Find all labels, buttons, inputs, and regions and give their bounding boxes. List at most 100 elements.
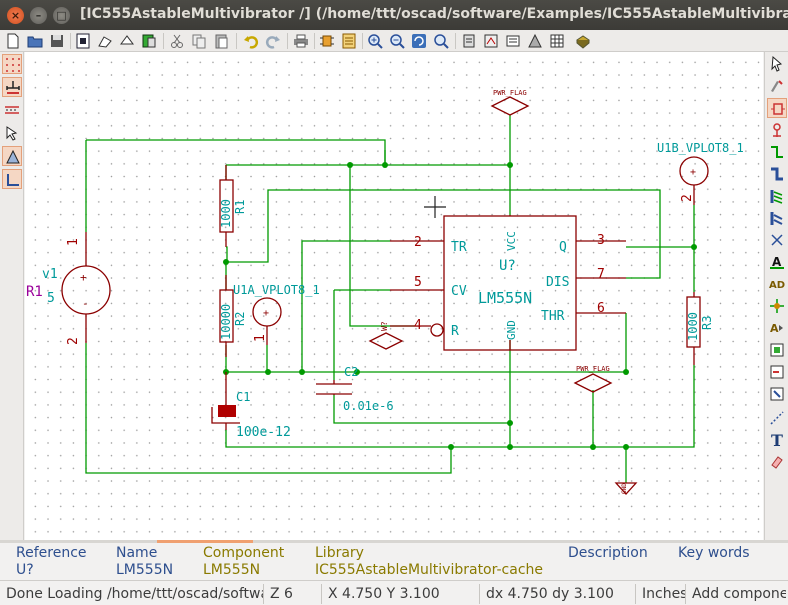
- hier-sheet-icon[interactable]: [767, 340, 787, 360]
- component-info-panel: Reference U? Name LM555N Component LM555…: [0, 543, 788, 579]
- svg-text:+: +: [80, 271, 87, 284]
- pin-2-label: 2: [414, 235, 422, 250]
- gnd-symbol[interactable]: GND: [614, 482, 638, 495]
- print-icon[interactable]: [292, 32, 310, 50]
- units-mm-icon[interactable]: [2, 100, 22, 120]
- sheet-setup-icon[interactable]: [74, 32, 92, 50]
- r1-resistor[interactable]: 1000 R1: [219, 165, 247, 247]
- zoom-fit-icon[interactable]: [432, 32, 450, 50]
- redo-icon[interactable]: [264, 32, 282, 50]
- noconnect-icon[interactable]: [767, 230, 787, 250]
- grid-icon[interactable]: [2, 54, 22, 74]
- netlist-icon[interactable]: [318, 32, 336, 50]
- import-icon[interactable]: [548, 32, 566, 50]
- right-toolbar: A AD A T: [764, 52, 788, 542]
- maximize-window-button[interactable]: □: [53, 7, 70, 24]
- orthogonal-icon[interactable]: [2, 169, 22, 189]
- panel-splitter[interactable]: [0, 540, 788, 543]
- library-editor-icon[interactable]: [140, 32, 158, 50]
- net-label-icon[interactable]: A: [767, 252, 787, 272]
- junction-icon[interactable]: [767, 296, 787, 316]
- hierarchy-icon[interactable]: [96, 32, 114, 50]
- u1a-probe[interactable]: + U1A_VPLOT8_1 1: [233, 283, 320, 345]
- hier-label-icon[interactable]: A: [767, 318, 787, 338]
- footprint-icon[interactable]: [574, 32, 592, 50]
- zoom-out-icon[interactable]: [388, 32, 406, 50]
- schematic-canvas[interactable]: + - 1 2 v1 5 R1 1000 R1 10000 R2: [25, 52, 763, 540]
- pin-5-label: 5: [414, 275, 422, 290]
- pin-tr-name: TR: [451, 240, 467, 255]
- svg-text:A: A: [770, 322, 779, 335]
- c2-capacitor[interactable]: C2 0.01e-6: [316, 365, 394, 413]
- pwr-flag-mid[interactable]: PWR_FLAG: [573, 365, 613, 393]
- cut-icon[interactable]: [168, 32, 186, 50]
- r2-resistor[interactable]: 10000 R2: [219, 275, 247, 357]
- pin-cv-name: CV: [451, 284, 467, 299]
- pcbnew-icon[interactable]: [526, 32, 544, 50]
- cursor-icon[interactable]: [2, 123, 22, 143]
- pin-dis-name: DIS: [546, 275, 569, 290]
- units-inch-icon[interactable]: [2, 77, 22, 97]
- reference-header: Reference: [16, 545, 87, 561]
- hidden-pins-icon[interactable]: [2, 146, 22, 166]
- status-mode: Add component: [692, 586, 786, 602]
- paste-icon[interactable]: [212, 32, 230, 50]
- component-icon[interactable]: [767, 98, 787, 118]
- bus-entry-icon[interactable]: [767, 208, 787, 228]
- lm555-ic[interactable]: 2 5 4 3 7 6 TR CV R Q DIS THR VCC GND U?…: [390, 215, 626, 351]
- copy-icon[interactable]: [190, 32, 208, 50]
- c1-capacitor[interactable]: C1 100e-12: [211, 372, 291, 440]
- c2-ref: C2: [344, 365, 358, 379]
- erc-icon[interactable]: [482, 32, 500, 50]
- annotate-icon[interactable]: [460, 32, 478, 50]
- save-icon[interactable]: [48, 32, 66, 50]
- status-bar: Done Loading /home/ttt/oscad/software/Ex…: [0, 580, 788, 605]
- open-icon[interactable]: [26, 32, 44, 50]
- library-header: Library: [315, 545, 364, 561]
- wire-icon[interactable]: [767, 142, 787, 162]
- import-sheet-pin-icon[interactable]: [767, 362, 787, 382]
- wires: [85, 115, 695, 483]
- pwr-flag-small-label: W?: [380, 321, 389, 331]
- u1b-probe[interactable]: + U1B_VPLOT8_1 2: [657, 141, 744, 205]
- undo-icon[interactable]: [242, 32, 260, 50]
- component-value: LM555N: [203, 562, 261, 578]
- u1a-ref: U1A_VPLOT8_1: [233, 283, 320, 297]
- svg-text:-: -: [82, 297, 89, 310]
- panel-splitter-grip[interactable]: [157, 540, 253, 543]
- pin-3-label: 3: [597, 233, 605, 248]
- v1-source[interactable]: + - 1 2 v1 5 R1: [26, 232, 111, 345]
- pwr-flag-small[interactable]: W?: [368, 321, 404, 350]
- r3-ref: R3: [700, 316, 714, 330]
- left-toolbar: [0, 52, 24, 542]
- bom-icon[interactable]: [340, 32, 358, 50]
- r3-resistor[interactable]: 1000 R3: [686, 292, 714, 365]
- zoom-redraw-icon[interactable]: [410, 32, 428, 50]
- pin-7-label: 7: [597, 267, 605, 282]
- select-icon[interactable]: [767, 54, 787, 74]
- graphic-text-icon[interactable]: T: [767, 430, 787, 450]
- wire-entry-icon[interactable]: [767, 186, 787, 206]
- global-label-icon[interactable]: AD: [767, 274, 787, 294]
- pin-gnd-name: GND: [505, 320, 518, 340]
- graphic-line-icon[interactable]: [767, 408, 787, 428]
- power-icon[interactable]: [767, 120, 787, 140]
- name-value: LM555N: [116, 562, 174, 578]
- r2-value: 10000: [219, 304, 233, 340]
- cvpcb-icon[interactable]: [504, 32, 522, 50]
- highlight-icon[interactable]: [767, 76, 787, 96]
- pin-thr-name: THR: [541, 309, 565, 324]
- v1-value: 5: [47, 291, 55, 306]
- r1-ref: R1: [233, 200, 247, 214]
- minimize-window-button[interactable]: –: [30, 7, 47, 24]
- delete-icon[interactable]: [767, 452, 787, 472]
- bus-icon[interactable]: [767, 164, 787, 184]
- sheet-pin-icon[interactable]: [767, 384, 787, 404]
- new-icon[interactable]: [4, 32, 22, 50]
- description-header: Description: [568, 545, 648, 561]
- pwr-flag-top[interactable]: PWR_FLAG: [490, 89, 530, 116]
- close-window-button[interactable]: ×: [7, 7, 24, 24]
- zoom-in-icon[interactable]: [366, 32, 384, 50]
- navigate-icon[interactable]: [118, 32, 136, 50]
- title-bar: × – □ [IC555AstableMultivibrator /] (/ho…: [0, 0, 788, 30]
